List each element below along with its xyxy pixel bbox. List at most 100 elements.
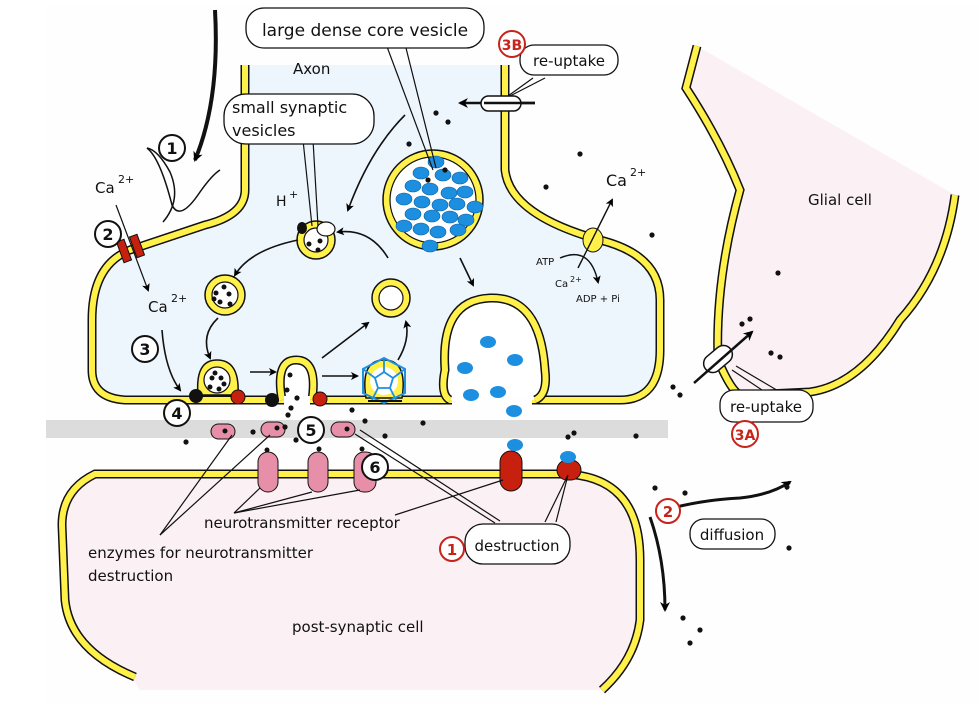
dense-core-granule [413,195,431,209]
dense-core-granule [507,354,523,366]
neurotransmitter-dot [786,545,792,551]
dense-core-granule [429,225,447,239]
step-6-label: 6 [369,458,380,477]
enzyme [330,421,356,438]
neurotransmitter-dot [543,184,549,190]
dense-core-granule [449,223,467,237]
enzyme [260,421,286,438]
step-4-marker: 4 [163,399,191,427]
neurotransmitter-dot [250,429,256,435]
neurotransmitter-dot [649,232,655,238]
dense-core-granule [490,386,506,398]
label-diffusion: diffusion [700,526,764,544]
neurotransmitter-dot [565,434,571,440]
dense-core-granule [412,166,430,180]
text-labels: large dense core vesicle small synaptic … [88,21,872,636]
label-destruction: destruction [474,537,559,555]
dense-core-granule [480,336,496,348]
filling-vesicle [296,220,336,260]
calcium-channel [115,204,150,292]
neurotransmitter-dot [571,430,577,436]
glial-cell [681,44,960,400]
label-small-synaptic-line1: small synaptic [232,98,347,117]
neurotransmitter-dot [406,141,412,147]
red-step-3b-label: 3B [502,38,522,54]
callout-reuptake-3a [719,389,814,423]
neurotransmitter-dot [420,420,426,426]
callout-reuptake-3b [519,44,619,76]
label-ca-inside-sup: 2+ [171,292,187,305]
reuptake-transporter-glial [693,330,754,384]
step-red-destruction: 1 [439,536,465,562]
neurotransmitter-dot [677,392,683,398]
dense-core-granule [441,210,459,224]
label-ca-pump-in: Ca [555,279,568,290]
proton-pump-icon [297,222,307,234]
dense-core-granule [506,405,522,417]
neurotransmitter-dot [682,490,688,496]
dense-core-granule [463,389,479,401]
neurotransmitter-dot [288,405,294,411]
neurotransmitter-dot [784,484,790,490]
label-neurotransmitter-receptor: neurotransmitter receptor [204,514,401,532]
filled-vesicle [204,274,246,316]
dense-core-granule [423,209,441,223]
label-enzymes-line1: enzymes for neurotransmitter [88,544,314,562]
cleft-enzymes [210,421,356,440]
red-step-3a-label: 3A [735,428,756,444]
red-step-2-label: 2 [663,503,673,521]
label-glial-cell: Glial cell [808,191,872,209]
step-5-label: 5 [305,421,316,440]
step-1-marker: 1 [158,134,186,162]
label-h-plus-sup: + [289,188,298,201]
neurotransmitter-dot [687,640,693,646]
neurotransmitter-dot [433,110,439,116]
neurotransmitter-dot [362,418,368,424]
dense-core-granule [404,207,422,221]
dense-core-granule [395,192,413,206]
action-potential-marker [146,147,176,223]
step-1-label: 1 [166,139,177,158]
dense-core-granule [456,185,474,199]
arrows [161,9,792,612]
empty-vesicle [371,278,411,318]
neurotransmitter-dot [652,485,658,491]
dense-core-granule [457,213,475,227]
step-red-3a: 3A [731,420,759,448]
neurotransmitter-dot [382,433,388,439]
step-red-3b: 3B [498,30,526,58]
label-ca-pump-in-sup: 2+ [570,275,582,284]
neurotransmitter-dot [739,321,745,327]
label-axon: Axon [293,60,330,78]
dense-core-granule [412,222,430,236]
neurotransmitter-dot [777,354,783,360]
neurotransmitter-dot [282,424,288,430]
step-5-marker: 5 [297,416,325,444]
dense-core-granule [395,219,413,233]
callout-bubbles [223,7,814,565]
neurotransmitter-dot [425,177,431,183]
label-atp: ATP [536,257,554,268]
label-small-synaptic-line2: vesicles [232,121,296,140]
dense-core-granule [466,200,484,214]
synaptic-cleft [46,420,668,438]
neurotransmitter-dot [697,627,703,633]
neurotransmitter-dot [183,439,189,445]
dense-core-granule [421,182,439,196]
dense-core-granule [421,239,439,253]
label-ca-outside: Ca [95,179,115,197]
callout-small-synaptic-vesicles [223,93,375,145]
step-markers: 1 2 3 4 5 6 [94,134,389,481]
dense-core-granule [457,362,473,374]
neurotransmitter-dot [293,437,299,443]
fusing-vesicle [265,355,328,407]
label-post-synaptic-cell: post-synaptic cell [292,618,424,636]
neurotransmitter-dot [445,119,451,125]
neurotransmitter-molecules [183,110,792,646]
transporter-icon [316,221,336,237]
label-reuptake-3b: re-uptake [533,52,605,70]
neurotransmitter-dot [768,350,774,356]
dense-core-granule [431,198,449,212]
label-h-plus: H [276,194,287,210]
